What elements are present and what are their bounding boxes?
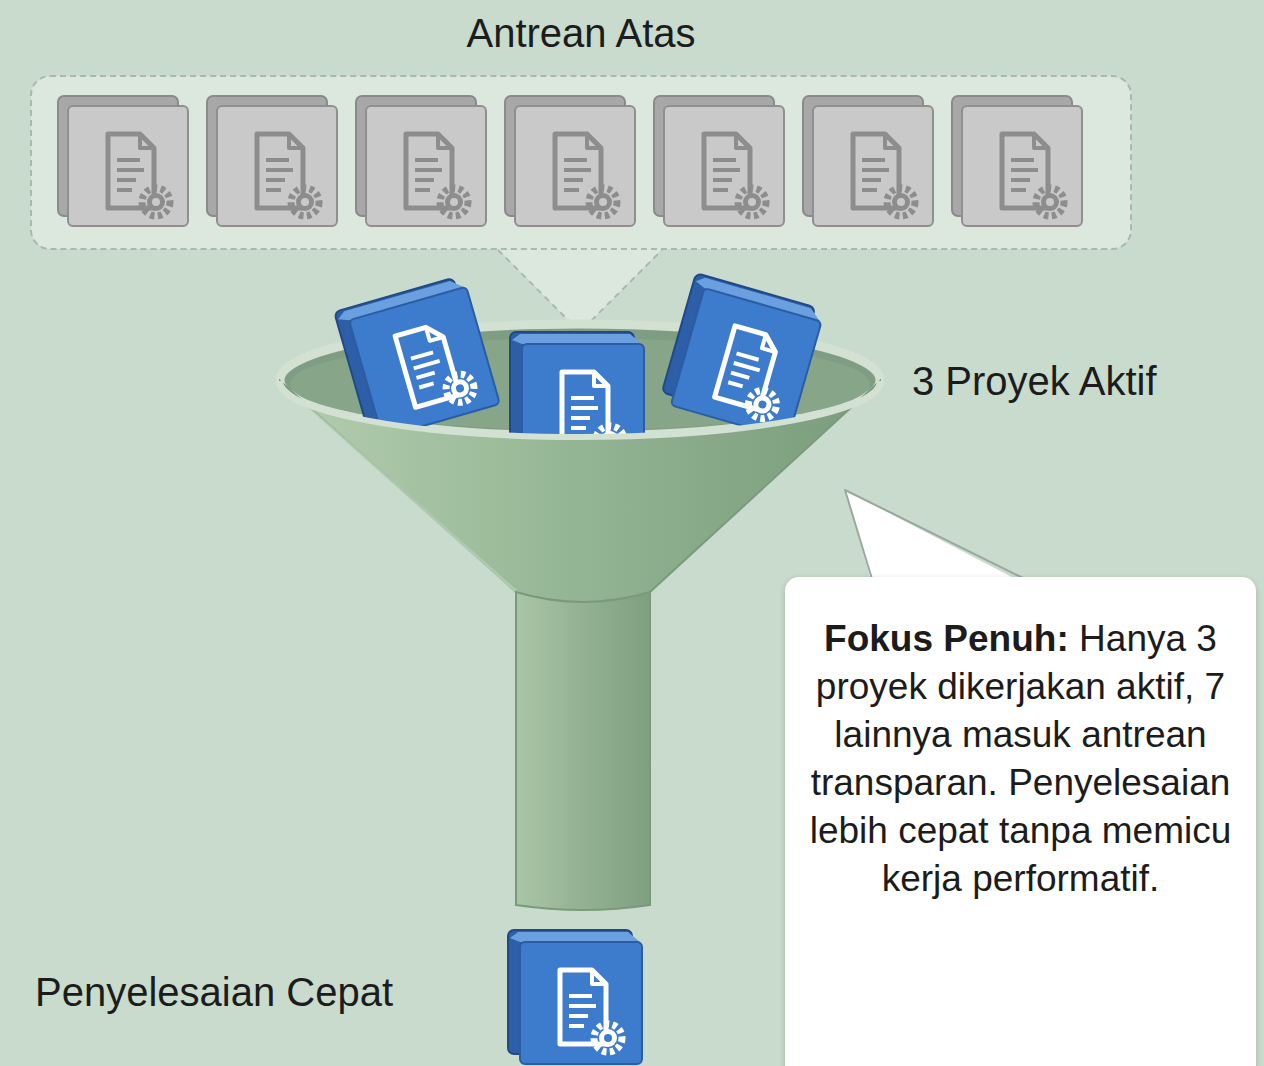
callout-body: Hanya 3 proyek dikerjakan aktif, 7 lainn… <box>810 618 1232 899</box>
callout-box: Fokus Penuh:Hanya 3 proyek dikerjakan ak… <box>785 577 1256 1066</box>
stage-label: 3 Proyek Aktif <box>912 359 1157 404</box>
stage-label: Penyelesaian Cepat <box>35 970 393 1015</box>
queue-panel: Antrean Atas <box>30 75 1132 250</box>
callout-pointer <box>845 490 1025 584</box>
callout-text: Fokus Penuh:Hanya 3 proyek dikerjakan ak… <box>807 615 1234 904</box>
queue-panel <box>31 76 1131 332</box>
callout-heading: Fokus Penuh: <box>824 618 1069 659</box>
panel-heading: Antrean Atas <box>32 11 1130 56</box>
queued-project-boxes <box>58 96 1082 226</box>
finished-project-box <box>508 930 642 1064</box>
